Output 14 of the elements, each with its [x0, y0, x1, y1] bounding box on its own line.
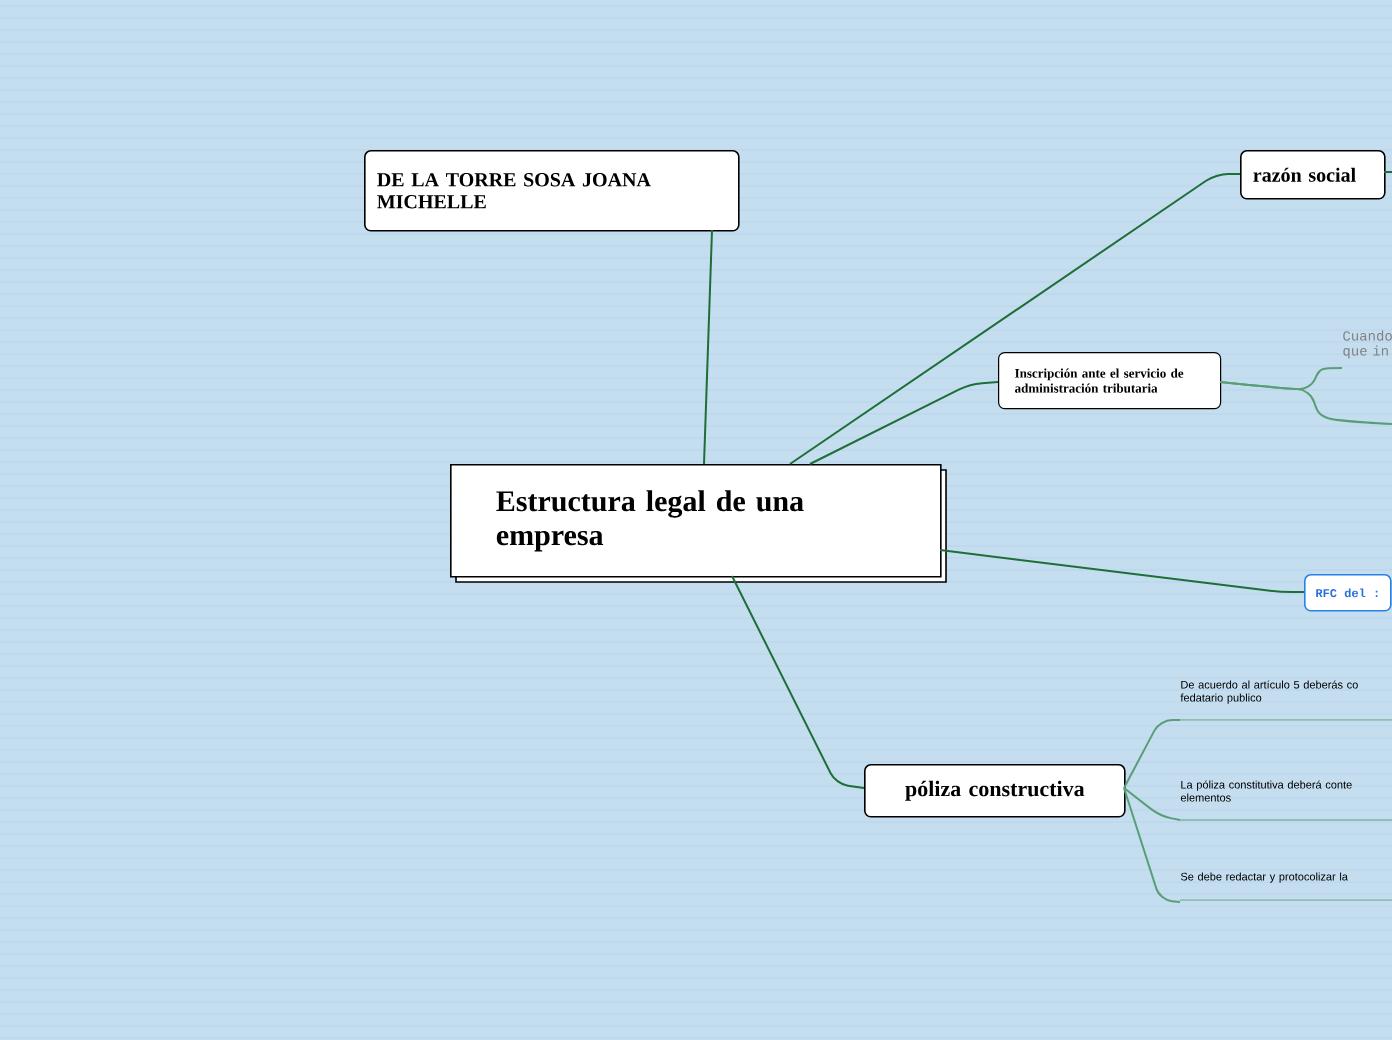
connector-line — [703, 229, 713, 465]
central-topic-box: Estructura legal de una empresa — [450, 464, 947, 583]
topic-box: razón social — [1240, 150, 1386, 200]
topic-box: póliza constructiva — [864, 764, 1126, 818]
topic-box: DE LA TORRE SOSA JOANA MICHELLE — [364, 150, 740, 232]
connector-line — [1383, 171, 1392, 173]
connector-line — [939, 549, 1305, 593]
connector-line — [809, 381, 999, 465]
connector-line — [789, 173, 1241, 465]
connector-line — [1219, 381, 1392, 425]
connector-line — [1123, 787, 1181, 903]
connector-line — [1123, 787, 1181, 821]
connector-line — [731, 575, 865, 789]
connector-line — [1123, 719, 1181, 789]
